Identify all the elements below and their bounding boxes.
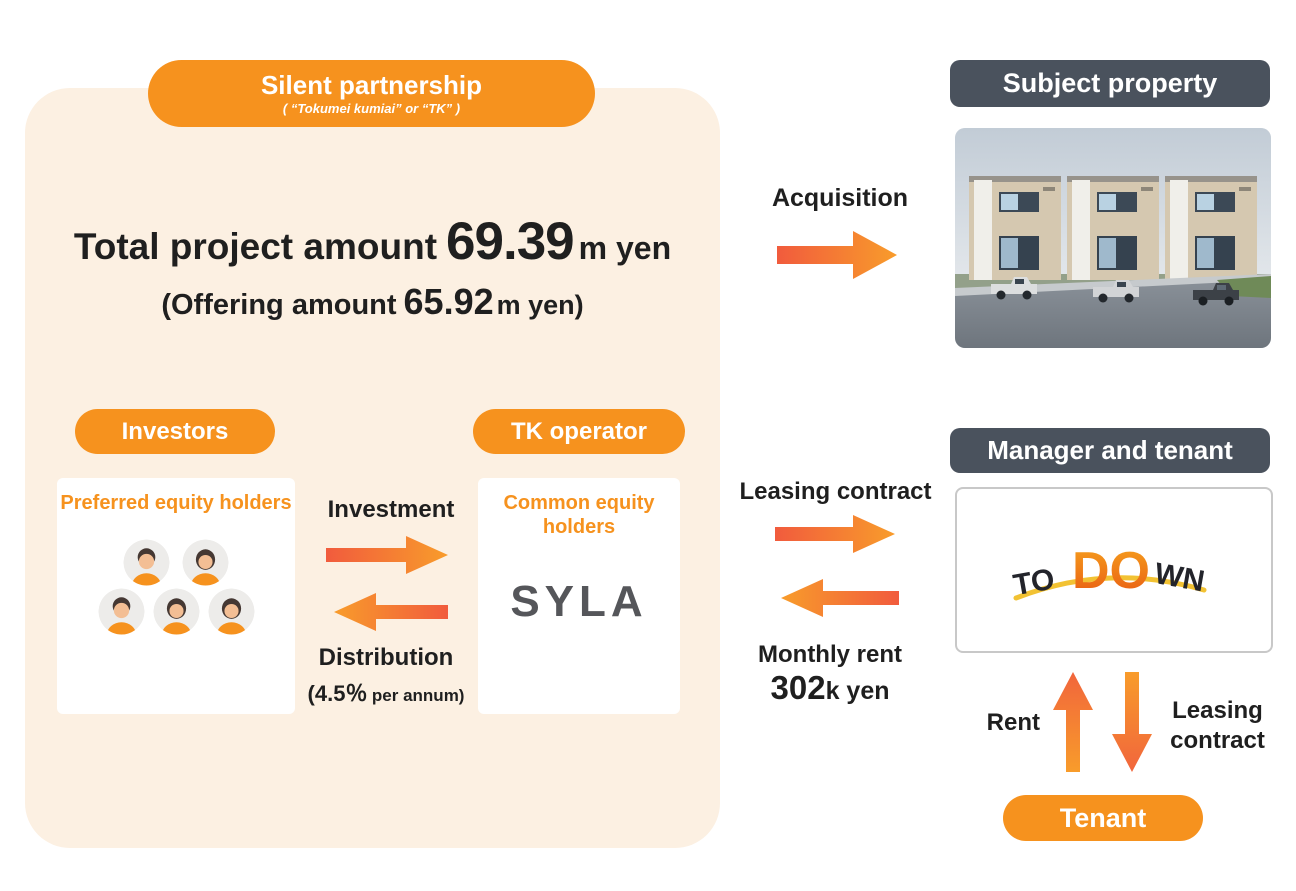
distribution-arrow-icon bbox=[334, 593, 448, 631]
partnership-panel bbox=[25, 88, 720, 848]
monthly-rent-arrow-icon bbox=[781, 579, 899, 617]
offering-label: (Offering amount bbox=[161, 289, 397, 321]
total-amount: 69.39 bbox=[446, 212, 575, 271]
investment-arrow-icon bbox=[326, 536, 448, 574]
acquisition-label: Acquisition bbox=[771, 184, 909, 212]
property-houses-illustration bbox=[955, 128, 1271, 348]
investor-avatar-icon bbox=[208, 588, 255, 635]
todown-logo: TO DO WN bbox=[1011, 542, 1207, 603]
avatar-row bbox=[123, 539, 229, 586]
monthly-rent-label: Monthly rent bbox=[758, 641, 902, 668]
investor-avatar-icon bbox=[153, 588, 200, 635]
investor-avatar-icon bbox=[123, 539, 170, 586]
subject-property-header: Subject property bbox=[950, 60, 1270, 107]
subject-property-photo bbox=[955, 128, 1271, 348]
leasing-contract-arrow-icon bbox=[775, 515, 895, 553]
todown-part-to: TO bbox=[1011, 563, 1057, 603]
leasing-down-arrow-icon bbox=[1112, 672, 1152, 772]
manager-logo-box: TO DO WN bbox=[955, 487, 1273, 653]
todown-part-do: DO bbox=[1072, 542, 1150, 600]
total-label: Total project amount bbox=[73, 226, 438, 267]
total-project-amount-line: Total project amount 69.39 m yen bbox=[25, 211, 720, 272]
offering-unit: m yen) bbox=[496, 290, 584, 320]
todown-swoosh bbox=[1013, 575, 1207, 601]
investment-label: Investment bbox=[327, 496, 455, 523]
syla-logo: SYLA bbox=[510, 577, 648, 626]
tenant-leasing-contract-label: Leasing contract bbox=[1160, 696, 1275, 756]
tenant-pill: Tenant bbox=[1003, 795, 1203, 841]
monthly-rent-unit: k yen bbox=[825, 677, 890, 705]
rent-label: Rent bbox=[986, 709, 1040, 736]
avatar-row bbox=[98, 588, 255, 635]
preferred-equity-holders-title: Preferred equity holders bbox=[60, 492, 292, 514]
tk-operator-pill: TK operator bbox=[473, 409, 685, 454]
tenant-leasing-line2: contract bbox=[1170, 727, 1265, 754]
monthly-rent-value: 302k yen bbox=[740, 669, 920, 707]
partnership-header-pill: Silent partnership ( “Tokumei kumiai” or… bbox=[148, 60, 595, 127]
tk-operator-card: Common equity holders SYLA bbox=[478, 478, 680, 714]
partnership-subtitle: ( “Tokumei kumiai” or “TK” ) bbox=[282, 100, 461, 116]
acquisition-arrow-icon bbox=[777, 231, 897, 279]
investor-avatars bbox=[98, 539, 255, 635]
common-equity-holders-title: Common equity holders bbox=[503, 492, 655, 538]
tenant-leasing-line1: Leasing bbox=[1172, 697, 1263, 724]
total-unit: m yen bbox=[578, 230, 672, 266]
manager-tenant-header: Manager and tenant bbox=[950, 428, 1270, 473]
investor-avatar-icon bbox=[182, 539, 229, 586]
investors-card: Preferred equity holders bbox=[57, 478, 295, 714]
rent-up-arrow-icon bbox=[1053, 672, 1093, 772]
offering-amount: 65.92 bbox=[403, 281, 494, 322]
investors-pill: Investors bbox=[75, 409, 275, 454]
offering-amount-line: (Offering amount 65.92 m yen) bbox=[25, 281, 720, 323]
distribution-rate-line: (4.5％ per annum) bbox=[266, 676, 506, 708]
monthly-rent-amount: 302 bbox=[770, 669, 826, 706]
distribution-rate: (4.5％ bbox=[307, 681, 368, 706]
investor-avatar-icon bbox=[98, 588, 145, 635]
todown-part-wn: WN bbox=[1152, 557, 1207, 598]
partnership-title: Silent partnership bbox=[260, 70, 483, 101]
distribution-label: Distribution bbox=[318, 644, 454, 671]
leasing-contract-label: Leasing contract bbox=[739, 478, 932, 505]
monthly-rent-block: Monthly rent 302k yen bbox=[740, 641, 920, 707]
distribution-rate-note: per annum) bbox=[371, 686, 465, 705]
